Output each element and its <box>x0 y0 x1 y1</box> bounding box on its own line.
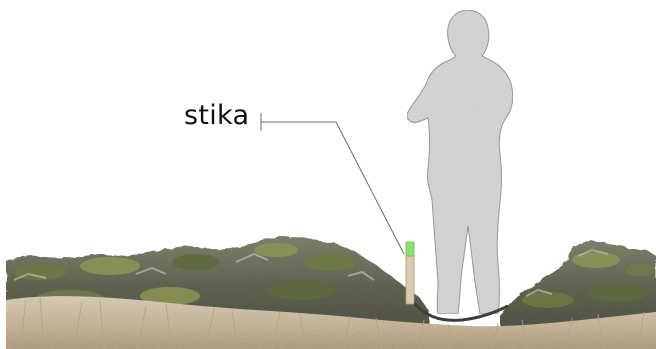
stake-body <box>406 256 414 304</box>
leader-line <box>261 122 404 254</box>
stake-tip <box>406 242 414 256</box>
callout-label-stika: stika <box>184 102 249 129</box>
person-silhouette <box>407 10 513 314</box>
rocky-ground <box>6 236 656 349</box>
stake <box>406 242 414 304</box>
person-silhouette-shape <box>407 10 513 314</box>
callout-leader <box>261 113 404 254</box>
